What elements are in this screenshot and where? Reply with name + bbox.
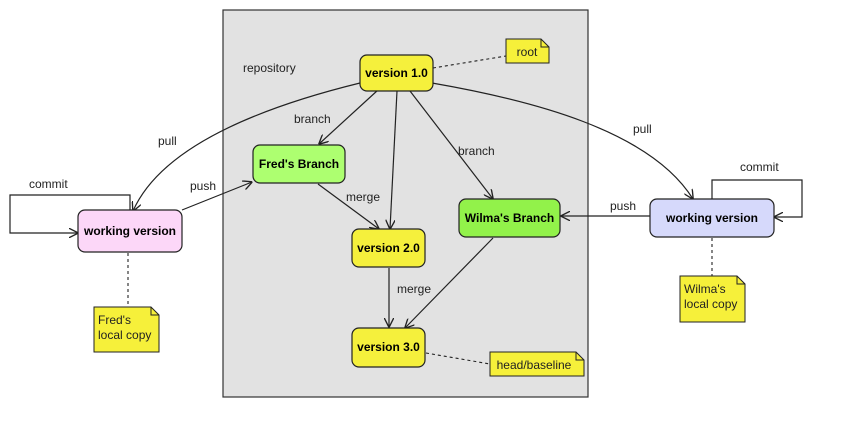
fred-working-version-node: working version: [77, 209, 183, 253]
root-note-connector: [432, 55, 507, 69]
fred-local-copy-line1: Fred's: [98, 313, 131, 327]
head-baseline-note: head/baseline: [489, 351, 585, 377]
fred-branch-label: Fred's Branch: [259, 157, 339, 171]
version-3-node: version 3.0: [351, 327, 426, 368]
merge-edge-fred: [317, 183, 379, 229]
branch-label-left: branch: [294, 112, 331, 126]
merge-label-lower: merge: [397, 282, 431, 296]
commit-label-left: commit: [29, 177, 68, 191]
fred-working-version-label: working version: [83, 224, 176, 238]
fred-local-copy-line2: local copy: [98, 328, 151, 342]
pull-edge-left: [133, 82, 361, 211]
push-edge-left: [181, 182, 252, 211]
wilma-local-copy-line2: local copy: [684, 297, 737, 311]
fred-branch-node: Fred's Branch: [252, 144, 346, 184]
head-note-connector: [425, 352, 491, 365]
commit-loop-right: [711, 179, 803, 217]
wilma-working-version-label: working version: [665, 211, 758, 225]
wilma-branch-label: Wilma's Branch: [465, 211, 554, 225]
edge-wilma-v3: [405, 237, 494, 328]
commit-label-right: commit: [740, 160, 779, 174]
branch-edge-fred: [319, 89, 379, 144]
branch-edge-wilma: [409, 90, 493, 199]
version-1-node: version 1.0: [359, 54, 434, 92]
version-2-label: version 2.0: [357, 241, 420, 255]
wilma-local-copy-note: Wilma's local copy: [679, 275, 746, 323]
push-label-left: push: [190, 179, 216, 193]
version-1-label: version 1.0: [365, 66, 428, 80]
pull-label-right: pull: [633, 122, 652, 136]
root-note-label: root: [517, 45, 538, 59]
root-note: root: [505, 38, 550, 64]
wilma-branch-node: Wilma's Branch: [458, 198, 561, 238]
pull-label-left: pull: [158, 134, 177, 148]
head-baseline-note-label: head/baseline: [497, 358, 572, 372]
wilma-working-version-node: working version: [649, 198, 775, 238]
wilma-local-copy-line1: Wilma's: [684, 282, 726, 296]
fred-local-copy-note: Fred's local copy: [93, 306, 160, 353]
version-2-node: version 2.0: [351, 228, 426, 268]
branch-label-right: branch: [458, 144, 495, 158]
version-3-label: version 3.0: [357, 340, 420, 354]
pull-edge-right: [431, 82, 693, 199]
commit-loop-left: [9, 194, 131, 233]
repository-label: repository: [243, 61, 296, 75]
merge-label-upper: merge: [346, 190, 380, 204]
edge-v1-v2: [390, 90, 398, 229]
push-label-right: push: [610, 199, 636, 213]
